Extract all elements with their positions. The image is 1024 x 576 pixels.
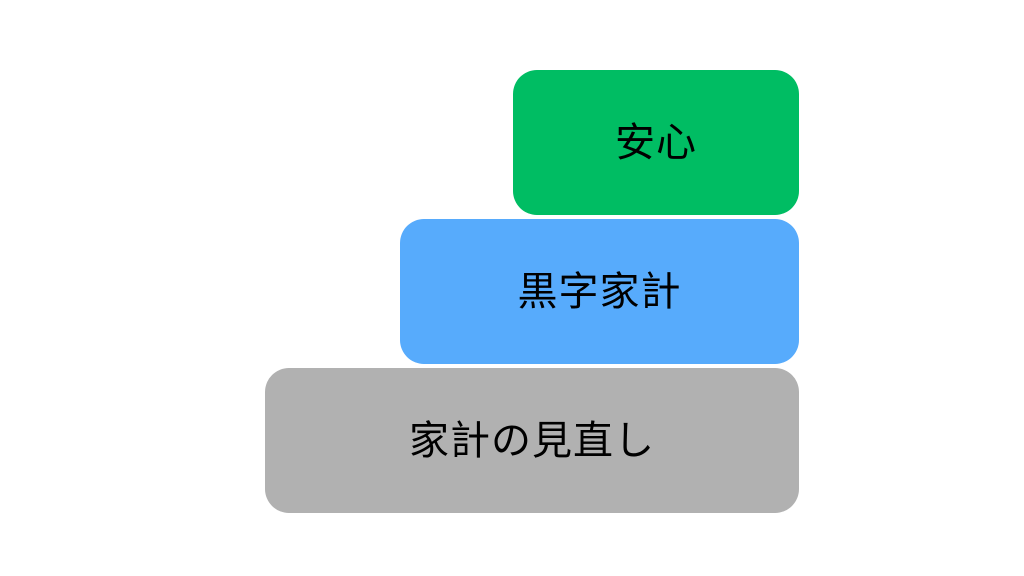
step-label-kakei-no-minaoshi: 家計の見直し bbox=[409, 418, 655, 463]
step-label-anshin: 安心 bbox=[615, 120, 697, 165]
step-box-anshin: 安心 bbox=[513, 70, 799, 215]
step-box-kakei-no-minaoshi: 家計の見直し bbox=[265, 368, 799, 513]
step-box-kuroji-kakei: 黒字家計 bbox=[400, 219, 799, 364]
step-label-kuroji-kakei: 黒字家計 bbox=[517, 269, 682, 314]
